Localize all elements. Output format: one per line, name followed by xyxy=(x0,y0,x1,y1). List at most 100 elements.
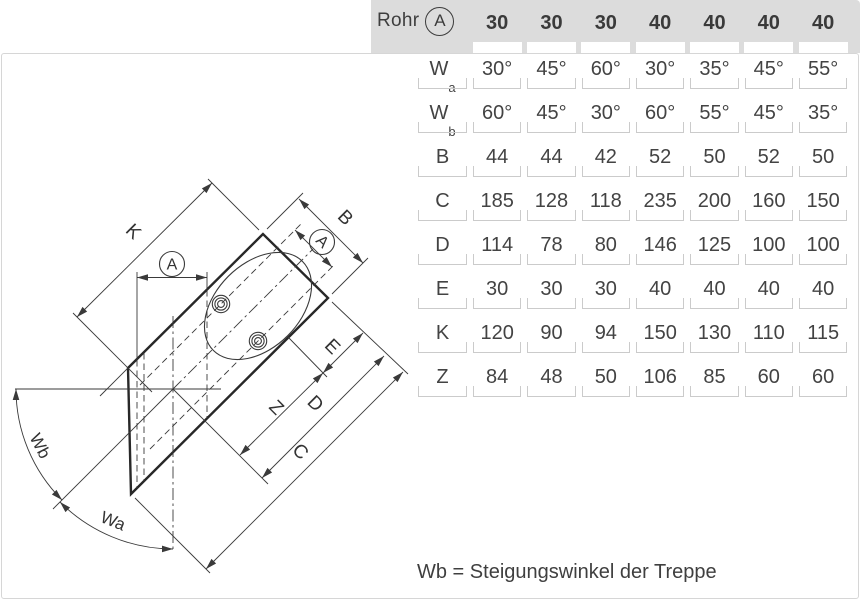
spec-value: 45° xyxy=(742,53,796,97)
spec-value: 90 xyxy=(524,317,578,361)
spec-value: 185 xyxy=(470,185,524,229)
header-col: 30 xyxy=(486,12,509,34)
label-circle-a-left xyxy=(158,250,186,278)
dim-label-a-left: A xyxy=(167,257,178,274)
header-cell-notch xyxy=(689,42,740,53)
spec-value: 60° xyxy=(633,97,687,141)
spec-value: 45° xyxy=(524,97,578,141)
spec-value: 110 xyxy=(742,317,796,361)
dim-a-top xyxy=(294,229,333,268)
header-col: 40 xyxy=(649,12,672,34)
spec-value: 30° xyxy=(633,53,687,97)
spec-value: 55° xyxy=(796,53,850,97)
spec-value: 60° xyxy=(470,97,524,141)
dim-label-d: D xyxy=(303,392,328,417)
spec-value: 30° xyxy=(579,97,633,141)
row-label: B xyxy=(415,141,470,185)
angle-arc-wb xyxy=(12,388,63,501)
row-label: C xyxy=(415,185,470,229)
spec-value: 50 xyxy=(579,361,633,405)
spec-value: 100 xyxy=(742,229,796,273)
dim-label-k: K xyxy=(121,220,145,244)
header-col: 30 xyxy=(594,12,617,34)
spec-value: 30 xyxy=(579,273,633,317)
circled-a-badge: A xyxy=(425,6,455,36)
header-col: 40 xyxy=(812,12,835,34)
label-circle-a-top xyxy=(308,228,336,256)
spec-value: 128 xyxy=(524,185,578,229)
spec-value: 48 xyxy=(524,361,578,405)
tube-flattening-ellipse xyxy=(203,251,313,361)
spec-value: 94 xyxy=(579,317,633,361)
spec-value: 114 xyxy=(470,229,524,273)
dim-label-a-top: A xyxy=(312,232,332,252)
spec-value: 35° xyxy=(687,53,741,97)
spec-value: 146 xyxy=(633,229,687,273)
center-lines xyxy=(172,248,314,552)
spec-value: 100 xyxy=(796,229,850,273)
row-label: K xyxy=(415,317,470,361)
row-label: Z xyxy=(415,361,470,405)
spec-value: 118 xyxy=(579,185,633,229)
header-cell-notch xyxy=(744,42,794,53)
technical-drawing: K B A A E Z D C Wb Wa xyxy=(12,178,409,574)
spec-value: 120 xyxy=(470,317,524,361)
footnote: Wb = Steigungswinkel der Treppe xyxy=(417,561,717,583)
spec-value: 45° xyxy=(524,53,578,97)
spec-value: 125 xyxy=(687,229,741,273)
spec-value: 60 xyxy=(796,361,850,405)
spec-value: 60 xyxy=(742,361,796,405)
spec-value: 235 xyxy=(633,185,687,229)
spec-value: 84 xyxy=(470,361,524,405)
spec-value: 44 xyxy=(524,141,578,185)
dim-label-z: Z xyxy=(264,396,287,419)
spec-value: 60° xyxy=(579,53,633,97)
spec-value: 52 xyxy=(742,141,796,185)
rohr-header: Rohr A xyxy=(377,0,455,42)
spec-value: 42 xyxy=(579,141,633,185)
spec-value: 78 xyxy=(524,229,578,273)
spec-value: 150 xyxy=(796,185,850,229)
spec-value: 30 xyxy=(470,273,524,317)
header-columns: 30 30 30 40 40 40 40 xyxy=(470,0,850,42)
spec-value: 50 xyxy=(687,141,741,185)
screw-hole xyxy=(211,294,231,314)
angle-arc-wa xyxy=(59,501,174,553)
header-cell-notch xyxy=(581,42,631,53)
row-label: E xyxy=(415,273,470,317)
dim-label-b: B xyxy=(333,206,357,230)
spec-value: 40 xyxy=(742,273,796,317)
spec-value: 40 xyxy=(687,273,741,317)
spec-value: 150 xyxy=(633,317,687,361)
dimension-lines xyxy=(12,182,404,570)
dim-c xyxy=(205,371,404,570)
dim-k xyxy=(76,182,213,318)
spec-value: 85 xyxy=(687,361,741,405)
spec-value: 40 xyxy=(633,273,687,317)
spec-value: 130 xyxy=(687,317,741,361)
header-col: 40 xyxy=(703,12,726,34)
dim-label-c: C xyxy=(288,440,313,465)
rohr-label: Rohr xyxy=(377,10,420,31)
header-col: 40 xyxy=(757,12,780,34)
spec-value: 50 xyxy=(796,141,850,185)
spec-value: 45° xyxy=(742,97,796,141)
header-cell-notch xyxy=(526,42,577,53)
spec-value: 106 xyxy=(633,361,687,405)
row-label: D xyxy=(415,229,470,273)
dim-b xyxy=(298,198,364,264)
header-cell-notch xyxy=(472,42,522,53)
angle-label-wb: Wb xyxy=(26,430,55,461)
spec-value: 200 xyxy=(687,185,741,229)
angle-label-wa: Wa xyxy=(98,508,129,535)
dim-d xyxy=(261,355,385,479)
spec-value: 160 xyxy=(742,185,796,229)
spec-value: 40 xyxy=(796,273,850,317)
spec-value: 55° xyxy=(687,97,741,141)
spec-value: 115 xyxy=(796,317,850,361)
header-cell-notch xyxy=(798,42,848,53)
table-header-band: Rohr A 30 30 30 40 40 40 40 xyxy=(371,0,860,53)
